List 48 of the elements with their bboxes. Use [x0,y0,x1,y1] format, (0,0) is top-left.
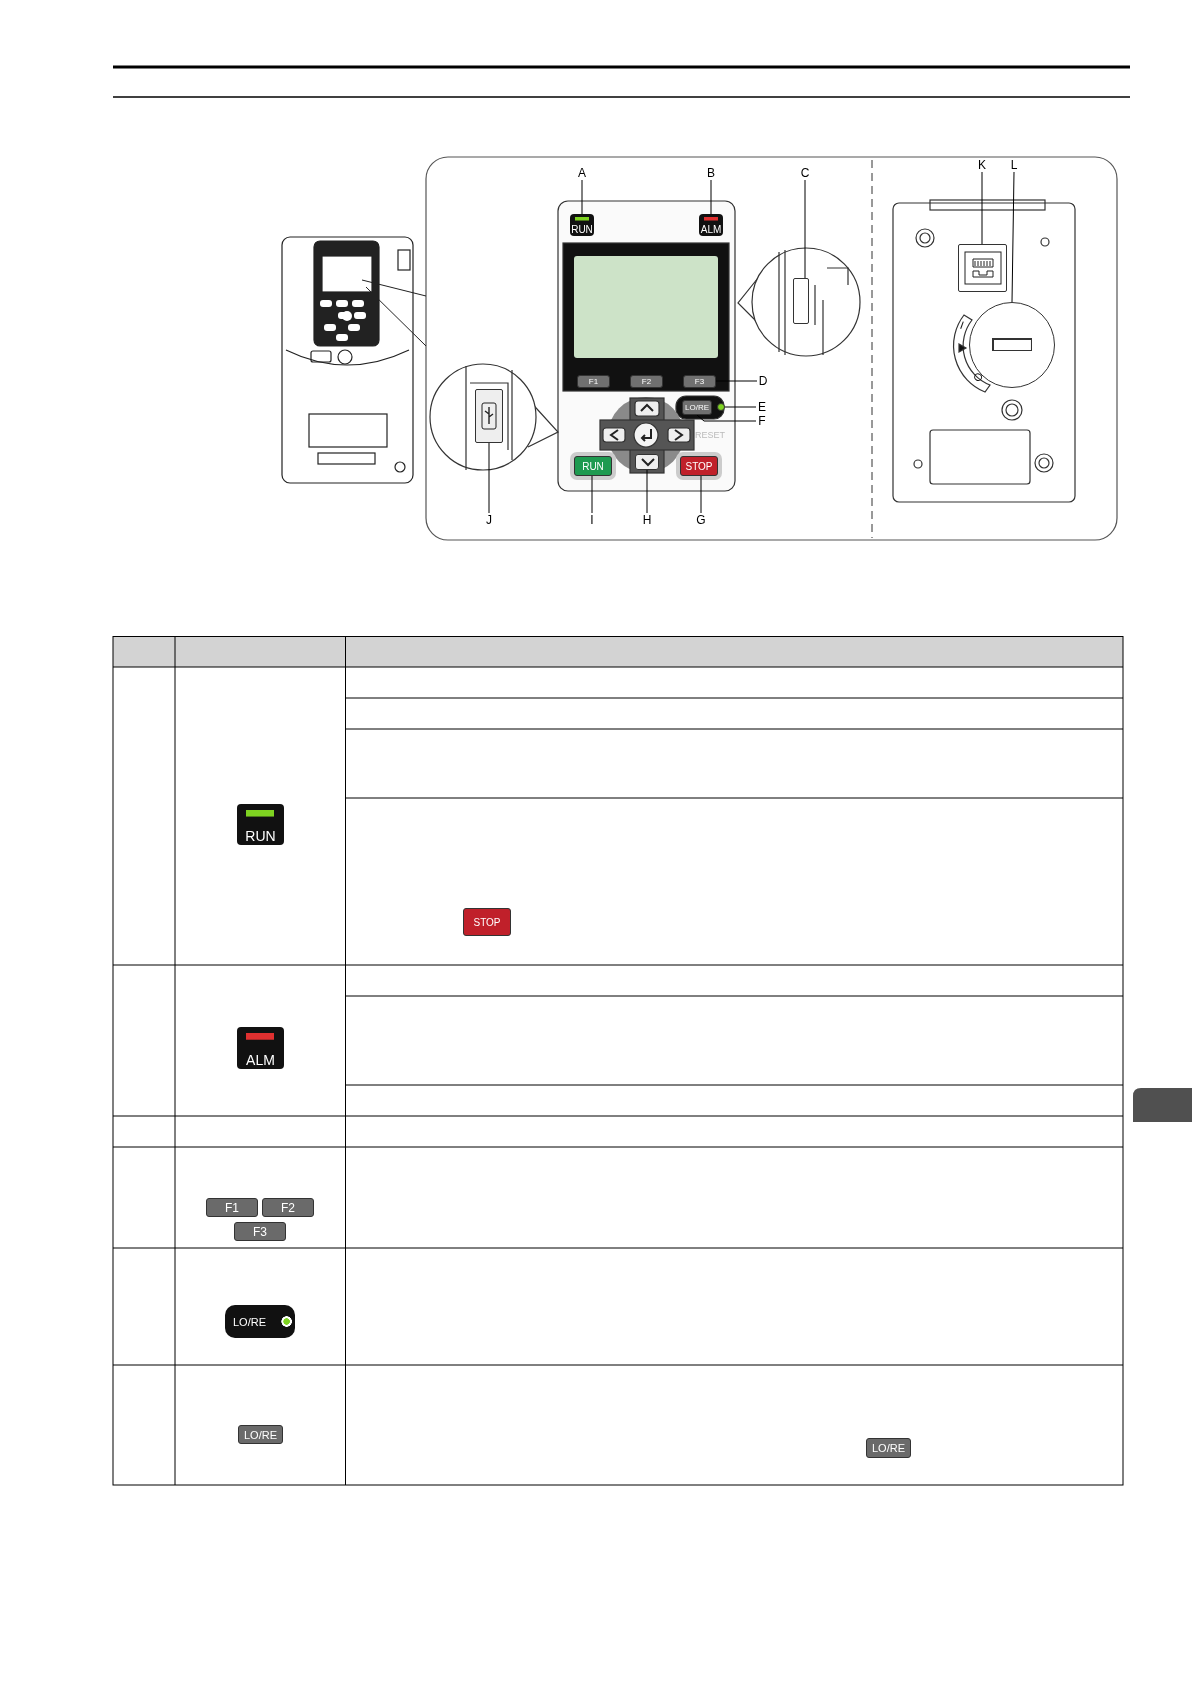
network-port [958,244,1007,292]
lo-re-key-icon: LO/RE [225,1305,295,1338]
dial-marking: I [957,317,967,334]
leader-line [646,469,648,514]
function-key-icon: F1 [206,1198,258,1217]
leader-line [488,442,490,514]
leader-line [710,179,712,215]
leader-line [700,475,702,514]
run-indicator-icon: RUN [237,804,284,845]
function-key-icon: F3 [234,1222,286,1241]
callout-letter: E [756,400,768,414]
stop-key-icon: STOP [463,908,511,936]
leader-line [715,380,758,382]
callout-letter: C [799,166,811,180]
callout-letter: A [576,166,588,180]
alarm-indicator-icon: ALM [237,1027,284,1069]
leader-line [1011,171,1015,303]
leader-line [981,171,983,245]
callout-letter: J [483,513,495,527]
lo-re-key: LO/RE [682,400,712,415]
usb-port [475,389,503,443]
callout-letter: D [757,374,769,388]
run-indicator-lamp: RUN [570,214,594,236]
callout-letter: B [705,166,717,180]
callout-letter: L [1008,158,1020,172]
leader-line [591,475,593,514]
lo-re-key-icon: LO/RE [238,1425,283,1444]
function-key-icon: F2 [262,1198,314,1217]
callout-letter: K [976,158,988,172]
leader-line [804,179,806,279]
key-caption: RESET [694,429,726,441]
card-slot [793,278,809,324]
stop-key: STOP [680,456,718,476]
leader-line [581,179,583,215]
down-arrow-key [635,454,659,470]
run-key: RUN [574,456,612,476]
alarm-indicator-lamp: ALM [699,214,723,236]
function-key: F3 [683,375,716,388]
leader-line [724,406,757,408]
callout-letter: F [756,414,768,428]
leader-line [696,414,757,422]
callout-letter: H [641,513,653,527]
callout-letter: G [695,513,707,527]
function-key: F1 [577,375,610,388]
indicator-led [717,403,725,411]
dial-marking: O [969,369,987,386]
function-key: F2 [630,375,663,388]
lo-re-key-icon: LO/RE [866,1438,911,1458]
